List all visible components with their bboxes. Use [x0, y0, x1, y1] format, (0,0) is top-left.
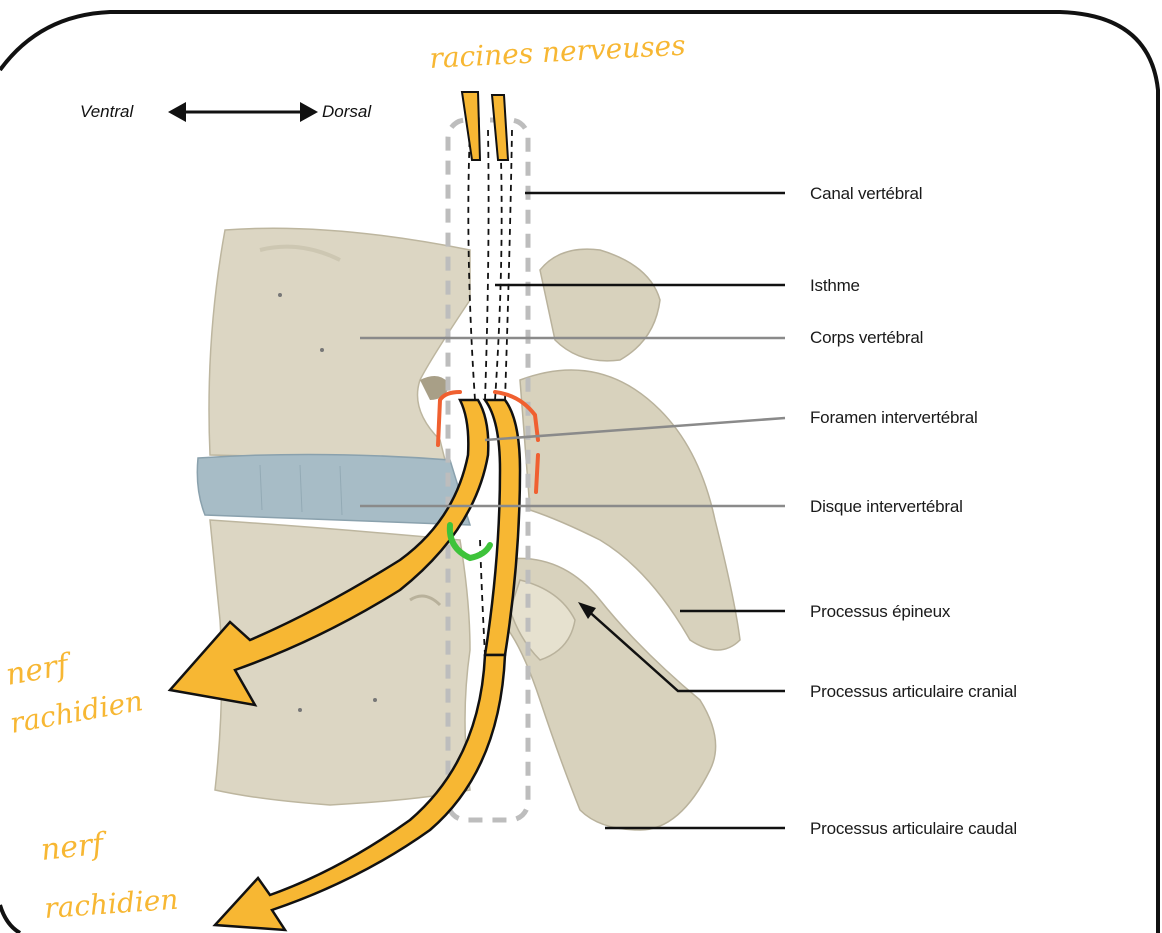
- handwritten-nerve-bottom-line2: rachidien: [43, 883, 179, 925]
- label-isthme: Isthme: [810, 276, 860, 295]
- leader-lines: [360, 191, 786, 830]
- handwritten-nerve-left-line2: rachidien: [7, 684, 145, 740]
- spinal-nerve-left: [167, 398, 490, 707]
- label-foramen-intervertebral: Foramen intervertébral: [810, 408, 978, 427]
- articular-process-cranial-shape: [539, 248, 661, 362]
- vertebral-body-upper: [208, 227, 471, 461]
- label-corps-vertebral: Corps vertébral: [810, 328, 924, 347]
- label-processus-articulaire-cranial: Processus articulaire cranial: [810, 682, 1017, 701]
- rounded-frame: [0, 10, 1160, 933]
- foramen-outline: [436, 390, 540, 494]
- orientation-arrow: [168, 102, 318, 122]
- spinous-process-shape: [519, 369, 741, 651]
- label-processus-epineux: Processus épineux: [810, 602, 951, 621]
- nerve-roots: [460, 91, 510, 161]
- label-processus-articulaire-caudal: Processus articulaire caudal: [810, 819, 1017, 838]
- leader-cranial: [584, 607, 785, 693]
- green-mark: [446, 522, 493, 562]
- posterior-arch: [499, 248, 741, 831]
- label-canal-vertebral: Canal vertébral: [810, 184, 923, 203]
- orientation-dorsal: Dorsal: [322, 102, 372, 121]
- label-disque-intervertebral: Disque intervertébral: [810, 497, 963, 516]
- handwritten-nerve-left-line1: nerf: [3, 647, 75, 693]
- leader-foramen: [484, 416, 786, 442]
- intervertebral-disc: [196, 453, 472, 526]
- handwritten-top: racines nerveuses: [429, 29, 687, 75]
- orientation-ventral: Ventral: [80, 102, 134, 121]
- handwritten-nerve-bottom-line1: nerf: [39, 826, 110, 868]
